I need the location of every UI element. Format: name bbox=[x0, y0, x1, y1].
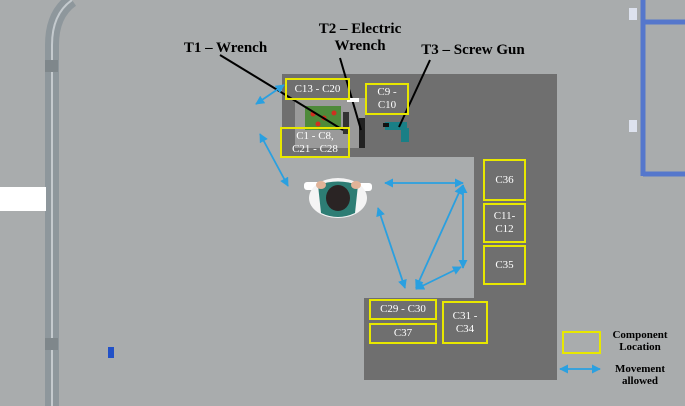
movement-arrows bbox=[255, 84, 601, 374]
entry-block bbox=[0, 187, 46, 211]
component-box-c13-c20: C13 - C20 bbox=[285, 78, 350, 100]
component-box-c37: C37 bbox=[369, 323, 437, 344]
component-box-c36: C36 bbox=[483, 159, 526, 201]
component-box-c11-c12: C11- C12 bbox=[483, 203, 526, 243]
workstation-area bbox=[282, 74, 557, 380]
floor-marker-blue bbox=[108, 347, 114, 358]
component-box-c31-c34: C31 - C34 bbox=[442, 301, 488, 344]
tool-label-t1: T1 – Wrench bbox=[183, 40, 268, 56]
corridor-marker bbox=[45, 60, 58, 72]
legend-label-component-location: Component Location bbox=[612, 329, 668, 353]
tool-label-t2: T2 – Electric Wrench bbox=[318, 21, 402, 54]
tool-label-t3: T3 – Screw Gun bbox=[421, 42, 525, 58]
legend-label-movement-allowed: Movement allowed bbox=[614, 363, 666, 387]
legend-swatch-component bbox=[562, 331, 601, 354]
component-box-c9-c10: C9 - C10 bbox=[365, 83, 409, 115]
wrench-icon bbox=[343, 112, 349, 134]
component-box-c35: C35 bbox=[483, 245, 526, 285]
worker-figure bbox=[304, 178, 372, 218]
wall-stripes bbox=[640, 0, 685, 177]
component-box-c29-c30: C29 - C30 bbox=[369, 299, 437, 320]
screw-gun-icon bbox=[383, 122, 409, 142]
corridor-marker bbox=[45, 338, 58, 350]
component-box-c1-c8-c21-c28: C1 - C8, C21 - C28 bbox=[280, 127, 350, 158]
electric-wrench-icon bbox=[359, 118, 365, 148]
